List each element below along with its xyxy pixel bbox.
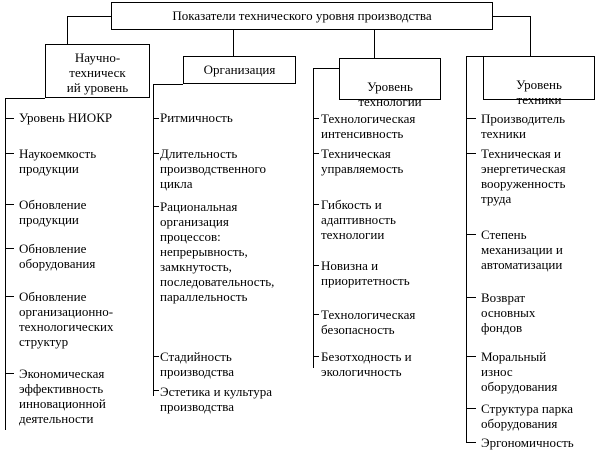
column-header-equipment: Уровень техники bbox=[483, 56, 595, 107]
item-tick bbox=[313, 118, 319, 119]
column-header-organization: Организация bbox=[183, 56, 296, 84]
item-tick bbox=[313, 314, 319, 315]
list-item: Экономическая эффективность инновационно… bbox=[19, 366, 106, 426]
item-tick bbox=[5, 373, 14, 374]
connector-bus-right bbox=[493, 16, 530, 17]
list-item: Техническая и энергетическая вооруженнос… bbox=[481, 146, 566, 206]
list-item: Технологическая безопасность bbox=[321, 307, 416, 337]
list-item: Ритмичность bbox=[160, 110, 233, 125]
item-tick bbox=[313, 265, 319, 266]
item-tick bbox=[5, 153, 14, 154]
list-item: Длительность производственного цикла bbox=[160, 146, 267, 191]
list-item: Структура парка оборудования bbox=[481, 401, 573, 431]
spine-col2-top bbox=[153, 84, 183, 85]
list-item: Безотходность и экологичность bbox=[321, 349, 412, 379]
column-header-technology: Уровень технологии bbox=[339, 58, 441, 109]
list-item: Техническая управляемость bbox=[321, 146, 404, 176]
spine-col1 bbox=[5, 98, 6, 430]
item-tick bbox=[466, 442, 476, 443]
list-item: Рациональная организация процессов: непр… bbox=[160, 199, 275, 304]
item-tick bbox=[153, 153, 159, 154]
item-tick bbox=[5, 204, 14, 205]
list-item: Гибкость и адаптивность технологии bbox=[321, 197, 396, 242]
connector-col3 bbox=[374, 30, 375, 58]
spine-col4 bbox=[466, 56, 467, 442]
item-tick bbox=[466, 153, 476, 154]
list-item: Эргономичность bbox=[481, 435, 574, 450]
item-tick bbox=[153, 390, 159, 391]
column-header-label: Организация bbox=[203, 62, 276, 77]
title-box: Показатели технического уровня производс… bbox=[111, 2, 493, 30]
list-item: Технологическая интенсивность bbox=[321, 111, 416, 141]
connector-col4 bbox=[530, 16, 531, 56]
column-header-scientific: Научно- техническ ий уровень bbox=[45, 44, 150, 98]
item-tick bbox=[466, 234, 476, 235]
connector-col2 bbox=[233, 30, 234, 56]
list-item: Обновление оборудования bbox=[19, 241, 96, 271]
list-item: Возврат основных фондов bbox=[481, 290, 536, 335]
item-tick bbox=[313, 204, 319, 205]
item-tick bbox=[466, 118, 476, 119]
item-tick bbox=[313, 356, 319, 357]
list-item: Наукоемкость продукции bbox=[19, 146, 97, 176]
spine-col2 bbox=[153, 84, 154, 396]
connector-bus bbox=[67, 16, 111, 17]
item-tick bbox=[153, 118, 159, 119]
list-item: Производитель техники bbox=[481, 111, 566, 141]
list-item: Моральный износ оборудования bbox=[481, 349, 558, 394]
list-item: Обновление продукции bbox=[19, 197, 87, 227]
column-header-label: Научно- техническ ий уровень bbox=[66, 50, 129, 95]
list-item: Стадийность производства bbox=[160, 349, 235, 379]
item-tick bbox=[466, 356, 476, 357]
item-tick bbox=[5, 248, 14, 249]
item-tick bbox=[5, 118, 14, 119]
spine-col3-top bbox=[313, 68, 339, 69]
spine-col3 bbox=[313, 68, 314, 368]
item-tick bbox=[466, 297, 476, 298]
item-tick bbox=[153, 206, 159, 207]
list-item: Обновление организационно- технологическ… bbox=[19, 289, 114, 349]
connector-col1 bbox=[67, 16, 68, 44]
diagram-title: Показатели технического уровня производс… bbox=[172, 8, 432, 23]
list-item: Уровень НИОКР bbox=[19, 110, 113, 125]
list-item: Новизна и приоритетность bbox=[321, 258, 410, 288]
spine-col1-top bbox=[5, 98, 45, 99]
list-item: Степень механизации и автоматизации bbox=[481, 227, 563, 272]
item-tick bbox=[153, 356, 159, 357]
item-tick bbox=[466, 408, 476, 409]
list-item: Эстетика и культура производства bbox=[160, 384, 273, 414]
item-tick bbox=[5, 296, 14, 297]
column-header-label: Уровень технологии bbox=[358, 79, 422, 109]
item-tick bbox=[313, 153, 319, 154]
spine-col4-top bbox=[466, 56, 483, 57]
column-header-label: Уровень техники bbox=[516, 77, 562, 107]
